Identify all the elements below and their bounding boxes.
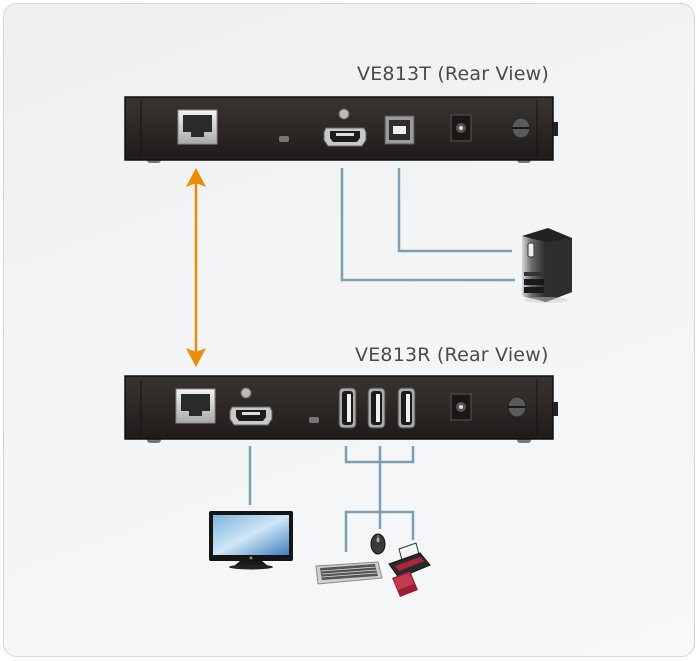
rj45-port [177,109,218,145]
cables [248,168,515,552]
arrow-head-down [186,348,206,367]
usb-a-port-1 [338,387,357,429]
keyboard-icon [315,561,383,585]
cat5-link-arrow [186,168,206,367]
arrow-head-up [186,168,206,187]
side-knob [553,402,558,416]
dc-power-jack [450,393,472,421]
usb-a-port-3 [397,387,416,429]
printer-icon [388,542,431,597]
transmitter-title: VE813T (Rear View) [357,63,549,85]
monitor-icon [209,511,293,570]
rj45-port [175,388,216,424]
hdmi-port [229,387,273,426]
usb-a-port-2 [367,387,386,429]
led-indicator [309,417,319,423]
transmitter-unit [124,96,558,163]
receiver-title: VE813R (Rear View) [355,344,549,366]
cable-usb-split [344,510,415,552]
grounding-screw [511,117,531,139]
side-knob [553,122,558,136]
cable-usb-hub [344,446,415,464]
computer-icon [522,228,572,303]
usb-b-port [384,115,415,145]
cable-usb-to-computer [397,168,512,253]
grounding-screw [507,396,527,418]
hdmi-screw [338,108,350,120]
hdmi-screw [240,387,252,399]
mouse-icon [370,533,386,555]
led-indicator [279,136,289,142]
hdmi-port [323,108,367,147]
cable-hdmi-to-computer [340,168,515,282]
dc-power-jack [450,114,472,142]
receiver-unit [124,375,558,443]
